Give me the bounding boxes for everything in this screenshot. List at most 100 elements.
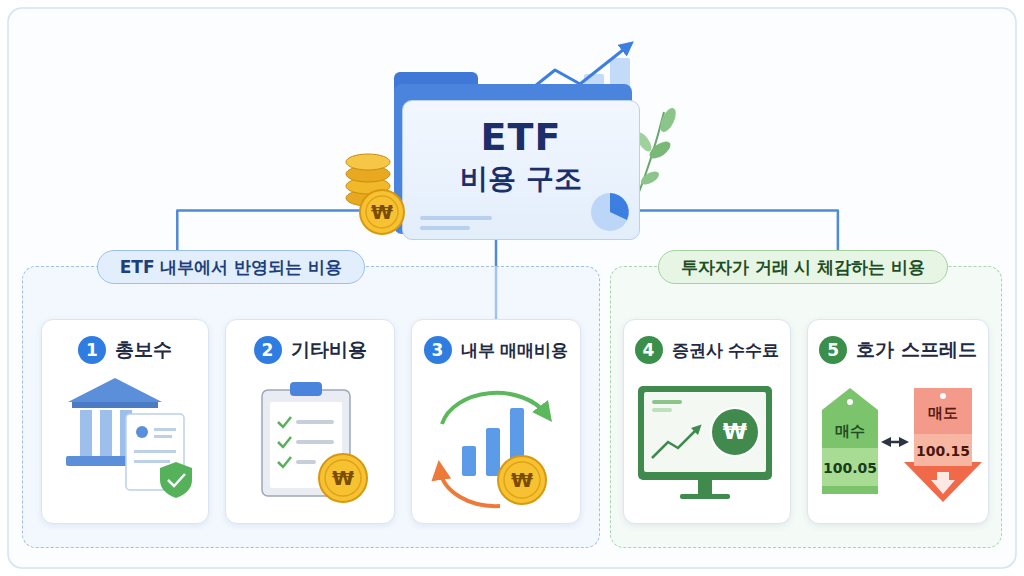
leaf-branch [647, 138, 674, 162]
monitor-icon [644, 392, 766, 472]
callout-number: 5 [819, 336, 847, 364]
bank-icon [134, 460, 170, 463]
price-tags [904, 388, 982, 502]
label-anchor: ₩ [371, 202, 393, 223]
monitor-icon [698, 480, 712, 494]
callout-number: 1 [78, 336, 106, 364]
card-header: 3 내부 매매비용 [412, 336, 580, 364]
bank-icon [68, 378, 162, 402]
card-header: 2 기타비용 [226, 336, 394, 364]
connector [640, 211, 838, 250]
coin-stack [346, 154, 404, 234]
card-title: 총보수 [115, 337, 172, 363]
bank-icon [134, 450, 176, 453]
folder-details [610, 193, 629, 220]
cost-card: 3 내부 매매비용 [411, 319, 581, 524]
price-label: 100.05 [823, 460, 877, 476]
bank-icon [120, 410, 132, 456]
currency-symbol: ₩ [332, 466, 354, 490]
price-tags [914, 388, 972, 434]
folder-details [420, 226, 470, 230]
card-title: 기타비용 [291, 337, 367, 363]
trading-icon [440, 393, 546, 506]
leaf-branch [657, 106, 679, 135]
clipboard-icon [270, 402, 342, 488]
monitor-icon [638, 386, 772, 480]
coin-stack [366, 196, 398, 228]
bank-icon [136, 426, 148, 438]
group-label: 투자자가 거래 시 체감하는 비용 [681, 256, 926, 279]
label-anchor: ₩ [723, 421, 747, 443]
title-text: ETF [481, 115, 562, 161]
clipboard-icon [296, 460, 316, 464]
monitor-icon [638, 386, 772, 499]
clipboard-icon [319, 454, 367, 502]
label-anchor: 매수 [835, 421, 865, 440]
group-label: ETF 내부에서 반영되는 비용 [120, 256, 343, 279]
trading-icon [510, 408, 524, 476]
cost-card: 2 기타비용 [225, 319, 395, 524]
price-tags [940, 393, 946, 399]
folder-details [420, 216, 492, 220]
price-tags [822, 388, 982, 502]
bank-icon [126, 414, 184, 490]
currency-symbol: ₩ [723, 419, 747, 444]
folder-back [394, 72, 478, 98]
coin-stack [346, 178, 390, 194]
trading-icon [462, 446, 476, 476]
bank-icon [154, 428, 176, 431]
clipboard-icon [296, 420, 334, 424]
callout-number: 3 [424, 336, 452, 364]
trading-icon [498, 456, 546, 504]
price-tags [886, 441, 904, 444]
price-tags [847, 399, 853, 405]
clipboard-icon [290, 382, 322, 396]
clipboard-icon [296, 440, 334, 444]
bank-icon [66, 456, 164, 466]
leaf-branch [636, 112, 664, 200]
folder-details [420, 193, 629, 231]
card-title: 내부 매매비용 [461, 339, 569, 362]
monitor-icon [652, 400, 682, 404]
trading-icon [486, 428, 500, 476]
monitor-icon [680, 494, 730, 499]
bank-icon [80, 410, 92, 456]
label-anchor: 100.05 [823, 458, 877, 477]
price-label: 100.15 [916, 443, 970, 459]
label-anchor: ₩ [511, 470, 533, 491]
trend-arrow [520, 46, 628, 98]
coin-stack [360, 190, 404, 234]
bank-icon [72, 402, 158, 408]
monitor-icon [711, 408, 759, 456]
title-folder: ETF비용 구조 [402, 100, 640, 240]
card-header: 5호가 스프레드 [808, 336, 988, 364]
callout-number: 2 [254, 336, 282, 364]
bank-icon [154, 435, 172, 438]
chart-bars [584, 58, 630, 104]
price-label: 매수 [835, 422, 865, 440]
monitor-icon [652, 428, 698, 458]
clipboard-icon [325, 460, 361, 496]
cost-card: 5호가 스프레드 [807, 319, 989, 524]
label-anchor: ₩ [332, 468, 354, 489]
leaf-branch [634, 106, 679, 200]
chart-bars [610, 58, 630, 104]
price-label: 매도 [928, 404, 958, 422]
card-title: 증권사 수수료 [672, 339, 780, 362]
trading-icon [504, 462, 540, 498]
bank-icon [168, 474, 185, 486]
group-region: 1총보수2기타비용3내부 매매비용ETF 내부에서 반영되는 비용 [22, 266, 600, 548]
clipboard-icon [278, 417, 291, 427]
callout-number: 4 [635, 336, 663, 364]
price-tags [931, 472, 955, 494]
clipboard-icon [262, 382, 367, 502]
folder-details [591, 193, 629, 231]
connector [177, 211, 402, 250]
currency-symbol: ₩ [371, 200, 393, 224]
cost-card: 4 증권사 수수료 [623, 319, 791, 524]
trading-icon [440, 470, 500, 506]
card-header: 1 총보수 [42, 336, 208, 364]
bank-icon [160, 462, 192, 498]
bank-icon [100, 410, 112, 456]
label-anchor: 매도 [928, 403, 958, 422]
